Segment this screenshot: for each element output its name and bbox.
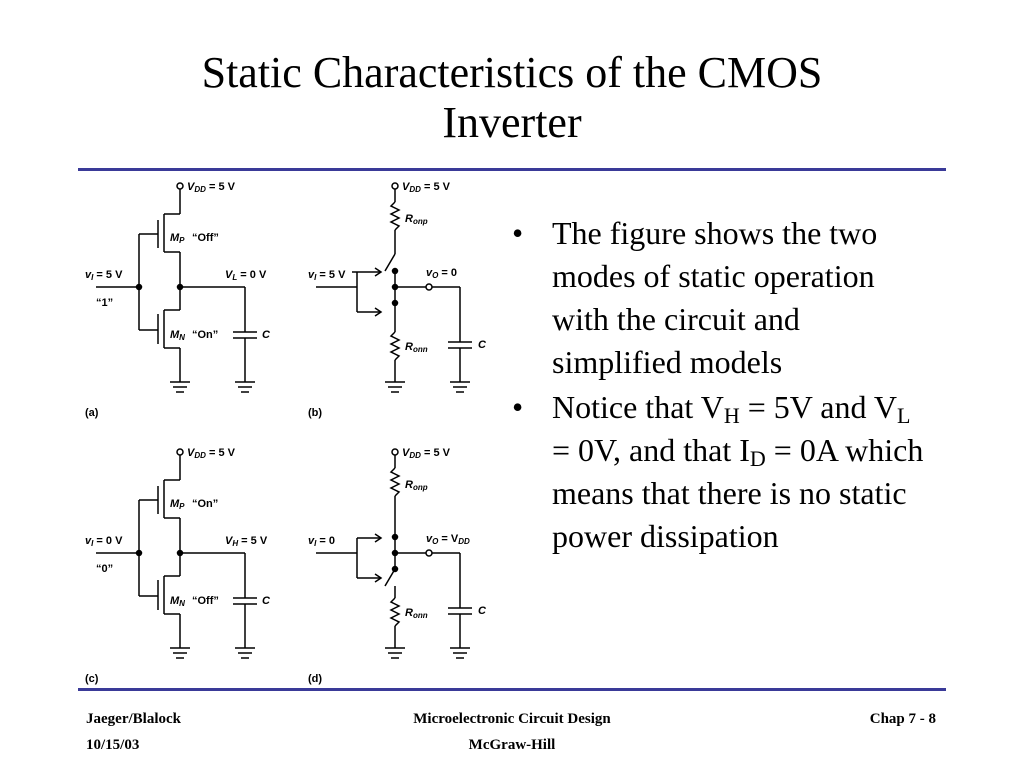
circuit-a bbox=[96, 182, 257, 393]
cmos-inverter-figure: VDD = 5 V MP “Off” MN “On” VL = 0 V C vI… bbox=[85, 181, 487, 685]
svg-text:MP: MP bbox=[170, 498, 185, 511]
c-mp-label: M bbox=[170, 498, 180, 510]
svg-text:MN: MN bbox=[170, 595, 185, 608]
b-tag: (b) bbox=[308, 407, 322, 419]
svg-text:Ronn: Ronn bbox=[405, 607, 428, 620]
svg-text:vI = 0: vI = 0 bbox=[308, 535, 335, 548]
b-ronp-label: R bbox=[405, 213, 413, 225]
circuit-c bbox=[96, 448, 257, 659]
d-ronp-label: R bbox=[405, 479, 413, 491]
svg-text:vI = 5 V: vI = 5 V bbox=[85, 269, 123, 282]
slide-title: Static Characteristics of the CMOS Inver… bbox=[60, 48, 964, 148]
bullet-dot-icon: • bbox=[512, 215, 524, 251]
d-vi-label: v bbox=[308, 535, 315, 547]
bullet-text: The figure shows the two modes of static… bbox=[552, 215, 878, 380]
footer-book-title: Microelectronic Circuit Design bbox=[413, 711, 611, 727]
a-mp-state: “Off” bbox=[192, 232, 219, 244]
a-cap-label: C bbox=[262, 329, 271, 341]
c-mp-state: “On” bbox=[192, 498, 218, 510]
svg-text:Ronp: Ronp bbox=[405, 213, 428, 226]
a-mn-state: “On” bbox=[192, 329, 218, 341]
svg-text:VH = 5 V: VH = 5 V bbox=[225, 535, 268, 548]
bullet-dot-icon: • bbox=[512, 389, 524, 425]
bullet-item: • The figure shows the two modes of stat… bbox=[510, 212, 930, 384]
a-mn-label: M bbox=[170, 329, 180, 341]
c-vi-label: v bbox=[85, 535, 92, 547]
svg-text:VDD = 5 V: VDD = 5 V bbox=[402, 447, 451, 460]
c-tag: (c) bbox=[85, 673, 99, 685]
a-logic-label: “1” bbox=[96, 297, 113, 309]
d-cap-label: C bbox=[478, 605, 487, 617]
a-vdd-label: V bbox=[187, 181, 196, 193]
b-vdd-label: V bbox=[402, 181, 411, 193]
svg-text:VDD = 5 V: VDD = 5 V bbox=[402, 181, 451, 194]
d-tag: (d) bbox=[308, 673, 322, 685]
c-vh-label: V bbox=[225, 535, 234, 547]
svg-text:MP: MP bbox=[170, 232, 185, 245]
title-line-2: Inverter bbox=[442, 98, 582, 147]
b-vi-label: v bbox=[308, 269, 315, 281]
svg-text:vI = 5 V: vI = 5 V bbox=[308, 269, 346, 282]
a-vi-label: v bbox=[85, 269, 92, 281]
b-ronn-label: R bbox=[405, 341, 413, 353]
svg-text:VL = 0 V: VL = 0 V bbox=[225, 269, 267, 282]
circuit-b bbox=[316, 182, 472, 393]
c-vdd-label: V bbox=[187, 447, 196, 459]
title-line-1: Static Characteristics of the CMOS bbox=[201, 48, 823, 97]
a-vl-label: V bbox=[225, 269, 234, 281]
footer-center: Microelectronic Circuit Design McGraw-Hi… bbox=[362, 706, 662, 758]
a-tag: (a) bbox=[85, 407, 99, 419]
bullet-list: • The figure shows the two modes of stat… bbox=[510, 212, 930, 560]
svg-text:MN: MN bbox=[170, 329, 185, 342]
footer-left: Jaeger/Blalock 10/15/03 bbox=[86, 706, 181, 758]
svg-text:vI = 0 V: vI = 0 V bbox=[85, 535, 123, 548]
b-cap-label: C bbox=[478, 339, 487, 351]
footer-page: Chap 7 - 8 bbox=[869, 711, 936, 727]
svg-text:VDD = 5 V: VDD = 5 V bbox=[187, 181, 236, 194]
c-logic-label: “0” bbox=[96, 563, 113, 575]
svg-text:vO = 0: vO = 0 bbox=[426, 267, 457, 280]
footer-publisher: McGraw-Hill bbox=[468, 737, 556, 753]
footer-authors: Jaeger/Blalock bbox=[86, 711, 181, 727]
footer-date: 10/15/03 bbox=[86, 737, 140, 753]
svg-text:Ronp: Ronp bbox=[405, 479, 428, 492]
c-mn-state: “Off” bbox=[192, 595, 219, 607]
svg-text:Ronn: Ronn bbox=[405, 341, 428, 354]
bullet-text: Notice that VH = 5V and VL = 0V, and tha… bbox=[552, 389, 924, 554]
bottom-divider bbox=[78, 688, 946, 691]
d-vo-label: v bbox=[426, 533, 433, 545]
d-ronn-label: R bbox=[405, 607, 413, 619]
c-mn-label: M bbox=[170, 595, 180, 607]
svg-text:VDD = 5 V: VDD = 5 V bbox=[187, 447, 236, 460]
bullet-item: • Notice that VH = 5V and VL = 0V, and t… bbox=[510, 386, 930, 558]
c-cap-label: C bbox=[262, 595, 271, 607]
d-vdd-label: V bbox=[402, 447, 411, 459]
top-divider bbox=[78, 168, 946, 171]
svg-text:vO = VDD: vO = VDD bbox=[426, 533, 470, 546]
circuit-d bbox=[316, 448, 472, 659]
a-mp-label: M bbox=[170, 232, 180, 244]
b-vo-label: v bbox=[426, 267, 433, 279]
